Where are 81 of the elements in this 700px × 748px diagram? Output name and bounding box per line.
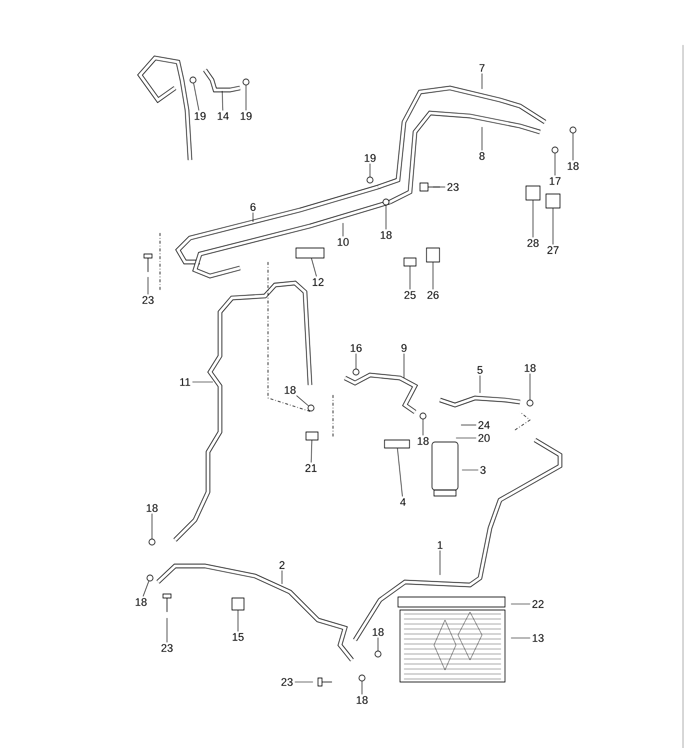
callout-number: 24 <box>478 421 490 429</box>
callout-number: 18 <box>418 437 429 445</box>
leader-line <box>552 208 554 245</box>
callout-number: 28 <box>527 239 539 247</box>
leader-line <box>342 222 344 237</box>
callout-number: 9 <box>401 344 407 352</box>
callout-number: 15 <box>232 633 244 641</box>
callout-number: 18 <box>136 598 147 606</box>
o-ring-symbol <box>382 198 390 206</box>
leader-line <box>166 618 168 643</box>
leader-line <box>193 83 200 111</box>
o-ring-symbol <box>148 538 156 546</box>
callout-number: 2 <box>280 561 284 569</box>
callout-number: 19 <box>194 112 206 120</box>
callout-number: 23 <box>281 678 293 686</box>
callout-number: 5 <box>477 366 483 374</box>
leader-line <box>532 200 534 238</box>
callout-number: 22 <box>532 600 544 608</box>
callout-number: 4 <box>400 498 406 506</box>
callout-number: 18 <box>284 386 296 394</box>
callout-number: 3 <box>480 466 486 474</box>
o-ring-symbol <box>374 650 382 658</box>
callout-number: 20 <box>478 434 490 442</box>
o-ring-symbol <box>358 674 366 682</box>
callout-number: 23 <box>142 296 154 304</box>
part-symbol <box>426 248 440 262</box>
callout-number: 25 <box>404 291 416 299</box>
callout-number: 19 <box>364 154 376 162</box>
o-ring-symbol <box>308 404 314 412</box>
o-ring-symbol <box>352 368 360 376</box>
callout-number: 11 <box>180 378 190 386</box>
callout-number: 7 <box>480 64 484 72</box>
o-ring-symbol <box>146 574 154 582</box>
callout-number: 21 <box>305 464 317 472</box>
callout-number: 18 <box>568 162 579 170</box>
part-symbol <box>306 432 318 440</box>
o-ring-symbol <box>420 412 426 420</box>
callout-number: 8 <box>479 152 485 160</box>
o-ring-symbol <box>190 76 196 84</box>
callout-number: 26 <box>427 291 439 299</box>
leader-line <box>422 419 424 436</box>
leader-line <box>554 153 556 176</box>
o-ring-symbol <box>552 146 558 154</box>
callout-number: 18 <box>146 504 158 512</box>
callout-number: 19 <box>240 112 252 120</box>
callout-number: 18 <box>524 364 536 372</box>
leader-line <box>432 186 446 188</box>
leader-line <box>142 580 150 597</box>
leader-line <box>252 212 254 222</box>
callout-number: 23 <box>161 644 173 652</box>
o-ring-symbol <box>366 176 374 184</box>
leader-line <box>432 262 434 290</box>
callout-number: 12 <box>312 278 324 286</box>
callout-number: 6 <box>250 203 256 211</box>
leader-line <box>311 258 317 277</box>
callout-number: 23 <box>447 183 459 191</box>
part-symbol <box>296 248 324 258</box>
leader-line <box>222 90 224 111</box>
leader-line <box>397 448 403 497</box>
leader-line <box>460 424 476 426</box>
callout-number: 16 <box>350 344 362 352</box>
callout-number: 13 <box>532 634 544 642</box>
part-symbol <box>232 598 244 610</box>
o-ring-symbol <box>242 78 250 86</box>
callout-number: 14 <box>218 112 229 120</box>
callout-number: 18 <box>380 231 392 239</box>
part-symbol <box>546 194 560 208</box>
callout-number: 1 <box>438 541 443 549</box>
callout-number: 10 <box>338 238 349 246</box>
callout-number: 18 <box>372 628 384 636</box>
callout-number: 17 <box>550 177 561 185</box>
o-ring-symbol <box>570 126 576 134</box>
callout-number: 27 <box>547 246 559 254</box>
leader-line <box>310 440 312 463</box>
part-symbol <box>526 186 540 200</box>
part-symbol <box>384 440 410 448</box>
o-ring-symbol <box>526 400 534 406</box>
leader-line <box>572 133 574 161</box>
leader-line <box>296 395 309 406</box>
callout-number: 18 <box>356 696 368 704</box>
part-symbol <box>404 258 416 266</box>
